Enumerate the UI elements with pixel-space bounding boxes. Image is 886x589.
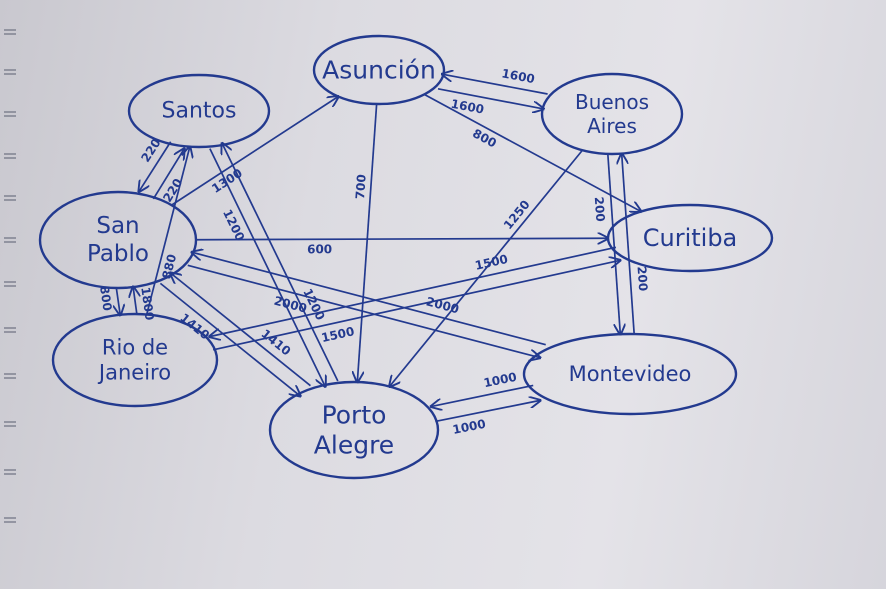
edge-weight-label: 800 bbox=[470, 126, 499, 150]
node-ellipse bbox=[522, 332, 738, 416]
edge-san-pablo-to-santos bbox=[152, 149, 184, 200]
edge-weight-label: 200 bbox=[634, 266, 650, 292]
node-label: San bbox=[96, 213, 139, 239]
edge-san-pablo-to-montevideo bbox=[187, 264, 540, 357]
edge-weight-label: 1000 bbox=[482, 370, 518, 390]
node-ellipse bbox=[606, 203, 774, 273]
edge-weight-label: 1800 bbox=[138, 286, 156, 321]
node-ellipse bbox=[127, 73, 271, 149]
node-label: Janeiro bbox=[97, 361, 171, 385]
edge-weight-label: 1000 bbox=[451, 417, 487, 437]
node-label: Aires bbox=[587, 114, 637, 138]
edges bbox=[116, 74, 641, 423]
node-santos: Santos bbox=[127, 73, 271, 149]
edge-san-pablo-to-curitiba bbox=[195, 238, 608, 239]
edge-rio-to-santos bbox=[145, 147, 190, 315]
edge-weight-label: 1500 bbox=[474, 252, 510, 273]
edge-buenos-aires-to-asuncion bbox=[442, 74, 548, 95]
node-ellipse bbox=[268, 380, 440, 480]
edge-weight-label: 700 bbox=[353, 174, 369, 200]
node-asuncion: Asunción bbox=[312, 34, 446, 106]
node-ellipse bbox=[540, 72, 684, 156]
edge-rio-to-san-pablo bbox=[133, 287, 137, 314]
edge-porto-alegre-to-montevideo bbox=[435, 400, 540, 423]
node-montevideo: Montevideo bbox=[522, 332, 738, 416]
edge-weight-label: 2000 bbox=[425, 294, 461, 316]
edge-santos-to-san-pablo bbox=[139, 141, 172, 192]
node-label: Curitiba bbox=[643, 224, 738, 252]
edge-weight-label: 1200 bbox=[220, 207, 247, 243]
node-label: Buenos bbox=[575, 90, 649, 114]
edge-weight-label: 800 bbox=[97, 285, 114, 312]
node-label: Alegre bbox=[314, 431, 394, 460]
edge-weight-label: 1300 bbox=[209, 166, 245, 196]
edge-san-pablo-to-rio bbox=[116, 288, 120, 315]
edge-weight-label: 1600 bbox=[501, 66, 536, 86]
node-ellipse bbox=[38, 190, 198, 290]
edge-san-pablo-to-porto-alegre bbox=[159, 282, 300, 396]
edge-weight-label: 1410 bbox=[177, 311, 212, 343]
node-label: Pablo bbox=[87, 241, 149, 267]
edge-weight-label: 600 bbox=[307, 242, 332, 256]
edge-curitiba-to-rio bbox=[210, 246, 617, 336]
edge-weight-label: 1250 bbox=[501, 197, 533, 232]
edge-weight-label: 200 bbox=[592, 196, 608, 222]
node-ellipse bbox=[312, 34, 446, 106]
node-label: Rio de bbox=[102, 335, 168, 359]
edge-santos-to-porto-alegre bbox=[209, 148, 325, 387]
edge-porto-alegre-to-santos bbox=[222, 143, 339, 382]
edge-weight-label: 1410 bbox=[259, 327, 294, 359]
node-label: Montevideo bbox=[569, 362, 692, 386]
edge-montevideo-to-san-pablo bbox=[192, 252, 546, 346]
edge-rio-to-curitiba bbox=[212, 260, 620, 351]
edge-montevideo-to-porto-alegre bbox=[431, 384, 534, 406]
edge-san-pablo-to-asuncion bbox=[171, 97, 339, 206]
node-ellipse bbox=[51, 312, 219, 408]
edge-weight-label: 1600 bbox=[450, 97, 485, 117]
edge-asuncion-to-porto-alegre bbox=[357, 103, 378, 382]
edge-asuncion-to-buenos-aires bbox=[437, 87, 544, 109]
binding-rings bbox=[4, 29, 16, 523]
node-label: Santos bbox=[162, 99, 237, 124]
edge-buenos-aires-to-porto-alegre bbox=[390, 149, 584, 386]
edge-buenos-aires-to-montevideo bbox=[607, 154, 620, 334]
edge-weight-label: 1500 bbox=[320, 324, 356, 345]
edge-asuncion-to-curitiba bbox=[423, 93, 641, 211]
edge-montevideo-to-buenos-aires bbox=[622, 154, 635, 334]
node-curitiba: Curitiba bbox=[606, 203, 774, 273]
node-label: Asunción bbox=[322, 56, 436, 85]
edge-weight-label: 880 bbox=[159, 253, 179, 281]
node-label: Porto bbox=[322, 401, 387, 430]
